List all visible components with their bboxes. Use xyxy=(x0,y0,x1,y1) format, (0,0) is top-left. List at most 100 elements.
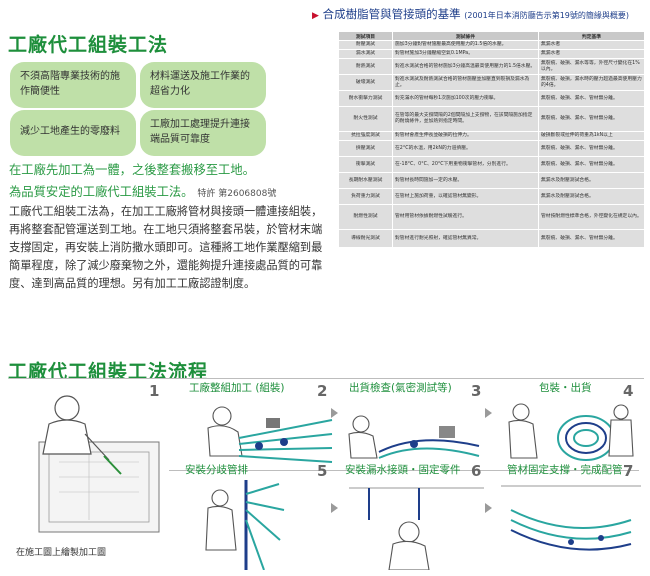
test-condition-cell: 在管等的最大支撐間隔的2個間隔加上支撐物，在該間隔施加指定的耐燒條件，並加熱到指… xyxy=(392,106,539,132)
arrow-icon xyxy=(485,503,492,513)
step-2-label: 工廠整組加工 (組裝) xyxy=(189,382,285,394)
step-1-caption: 在施工圖上繪製加工圖 xyxy=(16,548,107,558)
test-condition-cell: 在2°C的水溫，用2kN的力道擠壓。 xyxy=(392,140,539,157)
main-title: 工廠代工組裝工法 xyxy=(8,34,169,56)
judgement-cell: 無漏水及耐壓測試合格。 xyxy=(538,172,645,189)
test-item-cell: 耐水衝擊力測試 xyxy=(338,90,393,107)
test-item-cell: 破壞測試 xyxy=(338,74,393,91)
test-condition-cell: 對管材長時間施加一定的水壓。 xyxy=(392,172,539,189)
column-header: 測試條件 xyxy=(392,31,539,41)
lead-paragraph: 在工廠先加工為一體，之後整套搬移至工地。 為品質安定的工廠代工組裝工法。 特許 … xyxy=(9,159,327,205)
table-row: 漏水測試對管材施加3分鐘壓縮空氣0.1MPa。無漏水者 xyxy=(338,49,645,59)
step1-illustration xyxy=(38,395,160,533)
test-item-cell: 耐燃性測試 xyxy=(338,204,393,230)
lead-line-1: 在工廠先加工為一體，之後整套搬移至工地。 xyxy=(9,163,255,177)
step7-illustration xyxy=(501,485,641,551)
flow-top-line xyxy=(9,378,644,379)
bullet-labor-saving-text: 材料運送及施工作業的超省力化 xyxy=(150,71,250,97)
table-row: 破壞測試對進水測試及耐熱測試合格的管材施壓並加壓直到裂損及漏水為止。無裂痕、破損… xyxy=(338,74,645,91)
test-condition-cell: 對管材施加3分鐘壓縮空氣0.1MPa。 xyxy=(392,49,539,59)
table-row: 負荷重力測試在管材上施加荷重，以確認管材無變形。無漏水及耐壓測試合格。 xyxy=(338,188,645,205)
step-6-label: 安裝漏水接頭・固定零件 xyxy=(345,464,461,476)
table-row: 耐壓測試施加3分鐘對管材施壓最高使用壓力的1.5倍的水壓。無漏水者 xyxy=(338,40,645,50)
test-item-cell: 耐熱測試 xyxy=(338,58,393,75)
table-row: 耐水衝擊力測試對充滿水的管材每秒1次施加100次的壓力衝擊。無裂痕、破損、漏水、… xyxy=(338,90,645,107)
step-3-number: 3 xyxy=(471,382,482,400)
table-row: 擠壓測試在2°C的水溫，用2kN的力道擠壓。無裂痕、破損、漏水、管材無分離。 xyxy=(338,140,645,157)
test-item-cell: 耐火性測試 xyxy=(338,106,393,132)
test-item-cell: 導線耐光測試 xyxy=(338,229,393,248)
lead-line-2-text: 為品質安定的工廠代工組裝工法。 xyxy=(9,185,194,199)
arrow-icon xyxy=(331,408,338,418)
step3-illustration xyxy=(348,415,480,459)
bullet-simple-text: 不須高階專業技術的施作簡便性 xyxy=(20,71,120,97)
step-1-number: 1 xyxy=(149,382,160,400)
column-header: 測試項目 xyxy=(338,31,393,41)
test-condition-cell: 對充滿水的管材每秒1次施加100次的壓力衝擊。 xyxy=(392,90,539,107)
test-condition-cell: 對進水測試及耐熱測試合格的管材施壓並加壓直到裂損及漏水為止。 xyxy=(392,74,539,91)
bullet-reliability-text: 工廠加工處理提升連接端品質可靠度 xyxy=(150,119,250,145)
judgement-cell: 無裂痕、破損、漏水、管材無分離。 xyxy=(538,106,645,132)
step-4-number: 4 xyxy=(623,382,634,400)
test-condition-cell: 對進水測試合格的管材施加3分鐘高溫最高使用壓力的1.5倍水壓。 xyxy=(392,58,539,75)
standard-title: 合成樹脂管與管接頭的基準 xyxy=(322,7,461,21)
patent-number: 特許 第2606808號 xyxy=(197,189,277,199)
test-item-cell: 長期耐水壓測試 xyxy=(338,172,393,189)
judgement-cell: 無裂痕、破損、漏水、管材無分離。 xyxy=(538,90,645,107)
test-item-cell: 抗拉強度測試 xyxy=(338,131,393,141)
table-row: 導線耐光測試對管材進行耐光照射，確認管材無異常。無裂痕、破損、漏水、管材無分離。 xyxy=(338,229,645,248)
body-paragraph: 工廠代工組裝工法為，在加工工廠將管材與接頭一體連接組裝，再將整套配管運送到工地。… xyxy=(9,205,323,290)
arrow-icon xyxy=(331,503,338,513)
flow-diagram: 1 在施工圖上繪製加工圖 工廠整組加工 (組裝) 2 出貨檢查(氣密測試等) 3… xyxy=(9,378,644,574)
bullet-simple: 不須高階專業技術的施作簡便性 xyxy=(10,62,136,108)
table-row: 抗拉強度測試對管材會產生伸長並破損的拉伸力。破損斷裂或拉伸的荷重為1kN以上 xyxy=(338,131,645,141)
test-condition-cell: 施加3分鐘對管材施壓最高使用壓力的1.5倍的水壓。 xyxy=(392,40,539,50)
judgement-cell: 無裂痕、破損，漏水時的壓力超過最高使用壓力的4倍。 xyxy=(538,74,645,91)
standard-heading: ▶ 合成樹脂管與管接頭的基準 (2001年日本消防廳告示第19號的簡緣與概要) xyxy=(312,6,629,22)
step-5-number: 5 xyxy=(317,462,328,480)
test-item-cell: 負荷重力測試 xyxy=(338,188,393,205)
step6-illustration xyxy=(349,487,484,570)
test-item-cell: 漏水測試 xyxy=(338,49,393,59)
arrow-icon xyxy=(485,408,492,418)
judgement-cell: 無裂痕、破損、漏水等等，外徑尺寸變化在1%以內。 xyxy=(538,58,645,75)
test-condition-cell: 在-18°C、0°C、20°C下用重物衝擊管材，分別進行。 xyxy=(392,156,539,173)
test-condition-cell: 對管材會產生伸長並破損的拉伸力。 xyxy=(392,131,539,141)
flow-title: 工廠代工組裝工法流程 xyxy=(8,361,209,383)
table-row: 衝擊測試在-18°C、0°C、20°C下用重物衝擊管材，分別進行。無裂痕、破損、… xyxy=(338,156,645,173)
judgement-cell: 無裂痕、破損、漏水、管材無分離。 xyxy=(538,140,645,157)
bullet-reliability: 工廠加工處理提升連接端品質可靠度 xyxy=(140,110,266,156)
test-condition-cell: 管材用管材依據耐燃性試驗進行。 xyxy=(392,204,539,230)
step-7-number: 7 xyxy=(623,462,634,480)
test-item-cell: 衝擊測試 xyxy=(338,156,393,173)
standard-note: (2001年日本消防廳告示第19號的簡緣與概要) xyxy=(464,11,630,20)
bullet-labor-saving: 材料運送及施工作業的超省力化 xyxy=(140,62,266,108)
step-5-label: 安裝分歧管排 xyxy=(185,464,248,476)
flow-mid-line xyxy=(169,470,639,471)
table-row: 長期耐水壓測試對管材長時間施加一定的水壓。無漏水及耐壓測試合格。 xyxy=(338,172,645,189)
judgement-cell: 無裂痕、破損、漏水、管材無分離。 xyxy=(538,156,645,173)
table-row: 耐熱測試對進水測試合格的管材施加3分鐘高溫最高使用壓力的1.5倍水壓。無裂痕、破… xyxy=(338,58,645,75)
table-row: 耐燃性測試管材用管材依據耐燃性試驗進行。管材按耐燃性標準合格，外徑變化在規定以內… xyxy=(338,204,645,230)
bullet-zero-waste-text: 減少工地產生的零廢料 xyxy=(20,126,120,137)
judgement-cell: 無漏水者 xyxy=(538,40,645,50)
test-item-cell: 耐壓測試 xyxy=(338,40,393,50)
step5-illustration xyxy=(205,480,285,570)
step-4-label: 包裝・出貨 xyxy=(539,382,592,394)
step-3-label: 出貨檢查(氣密測試等) xyxy=(349,382,452,394)
lead-line-2: 為品質安定的工廠代工組裝工法。 特許 第2606808號 xyxy=(9,181,327,205)
test-item-cell: 擠壓測試 xyxy=(338,140,393,157)
judgement-cell: 無裂痕、破損、漏水、管材無分離。 xyxy=(538,229,645,248)
step-2-number: 2 xyxy=(317,382,328,400)
test-condition-cell: 在管材上施加荷重，以確認管材無變形。 xyxy=(392,188,539,205)
table-header-row: 測試項目 測試條件 判定基準 xyxy=(338,31,645,41)
triangle-icon: ▶ xyxy=(312,11,319,21)
step2-illustration xyxy=(207,406,333,463)
test-condition-cell: 對管材進行耐光照射，確認管材無異常。 xyxy=(392,229,539,248)
standard-table: 測試項目 測試條件 判定基準 耐壓測試施加3分鐘對管材施壓最高使用壓力的1.5倍… xyxy=(338,31,645,248)
judgement-cell: 無漏水者 xyxy=(538,49,645,59)
judgement-cell: 管材按耐燃性標準合格，外徑變化在規定以內。 xyxy=(538,204,645,230)
step-6-number: 6 xyxy=(471,462,482,480)
column-header: 判定基準 xyxy=(538,31,645,41)
step4-illustration xyxy=(508,403,634,461)
